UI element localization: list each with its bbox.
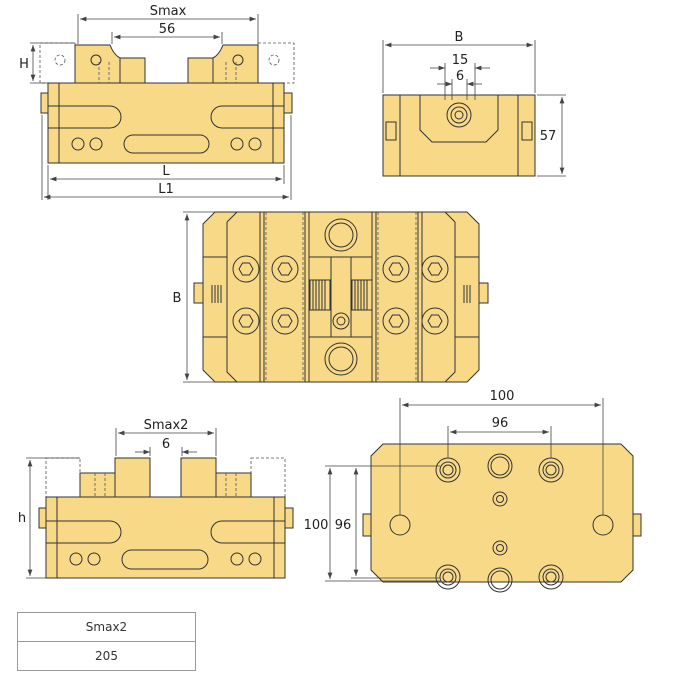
length-label: L (162, 164, 170, 179)
dim-6-label-2: 6 (162, 437, 170, 452)
front-view-2: Smax2 6 h (18, 418, 294, 579)
bolt-heads (232, 255, 449, 335)
hole-spacing-x-inner-label: 96 (492, 416, 509, 431)
jaw-gap-label: 56 (159, 22, 176, 37)
side-view: B 15 6 57 (382, 30, 566, 177)
hole-spacing-y-label: 100 (304, 518, 329, 533)
smax2-label: Smax2 (144, 418, 189, 433)
plan-view: B (173, 211, 489, 383)
height-h-label: h (18, 511, 26, 526)
height-57-label: 57 (540, 129, 557, 144)
length-overall-label: L1 (158, 182, 174, 197)
plan-width-label: B (173, 291, 182, 306)
table-value: 205 (17, 641, 196, 671)
dim-6-label: 6 (456, 69, 464, 84)
width-label: B (455, 30, 464, 45)
dim-15-label: 15 (452, 53, 469, 68)
height-label: H (19, 57, 29, 72)
smax2-table: Smax2 205 (17, 612, 196, 671)
hole-spacing-y-inner-label: 96 (335, 518, 352, 533)
front-view: Smax 56 H L L1 (19, 4, 295, 200)
bottom-view: 100 96 100 96 (304, 389, 642, 593)
table-header: Smax2 (17, 612, 196, 642)
smax-label: Smax (150, 4, 187, 19)
hole-spacing-x-label: 100 (490, 389, 515, 404)
